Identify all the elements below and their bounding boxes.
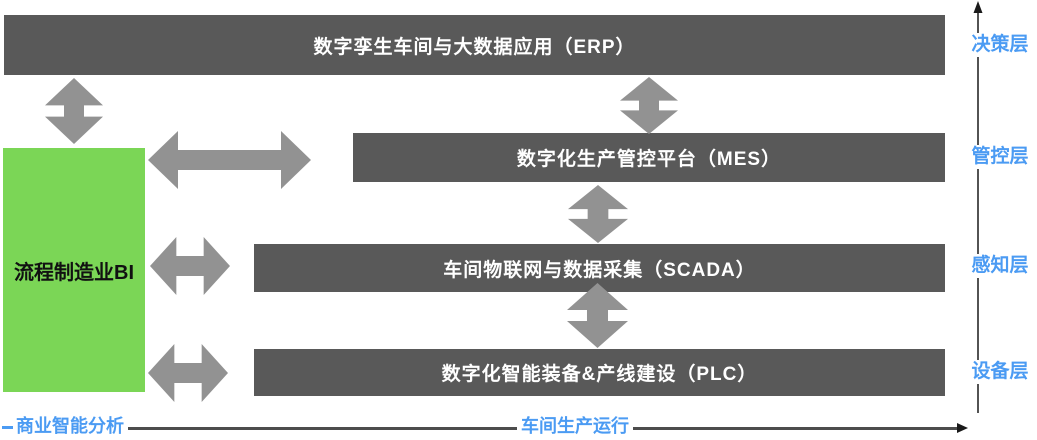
layer-bar-erp-label: 数字孪生车间与大数据应用（ERP） — [313, 36, 636, 58]
layer-bar-plc: 数字化智能装备&产线建设（PLC） — [254, 349, 945, 396]
bidirectional-arrow-bi-plc-icon — [148, 344, 228, 402]
layer-bar-scada: 车间物联网与数据采集（SCADA） — [254, 244, 945, 292]
bidirectional-arrow-mes-scada-icon — [568, 185, 628, 243]
bidirectional-arrow-erp-mes-icon — [620, 77, 678, 134]
bottom-axis-line-right — [633, 427, 958, 430]
level-axis-up-arrow-icon — [973, 1, 983, 413]
bottom-axis-right-arrow-icon — [957, 423, 968, 433]
bottom-axis-label-bi: 商业智能分析 — [16, 416, 124, 436]
level-label-device: 设备层 — [967, 360, 1033, 384]
bidirectional-arrow-erp-bi-icon — [45, 78, 103, 144]
bi-box: 流程制造业BI — [3, 148, 145, 392]
level-label-perception: 感知层 — [967, 254, 1033, 278]
layer-bar-mes: 数字化生产管控平台（MES） — [353, 133, 945, 182]
layer-bar-scada-label: 车间物联网与数据采集（SCADA） — [443, 259, 756, 281]
layer-bar-plc-label: 数字化智能装备&产线建设（PLC） — [441, 364, 758, 385]
layer-bar-erp: 数字孪生车间与大数据应用（ERP） — [4, 15, 945, 75]
bi-box-label: 流程制造业BI — [14, 261, 134, 284]
bidirectional-arrow-bi-mes-icon — [148, 131, 311, 189]
level-label-control: 管控层 — [967, 145, 1033, 169]
layer-bar-mes-label: 数字化生产管控平台（MES） — [516, 149, 782, 170]
bottom-axis-label-production: 车间生产运行 — [521, 416, 629, 436]
bottom-axis-start-dash — [2, 426, 13, 429]
bidirectional-arrow-bi-scada-icon — [150, 237, 230, 295]
level-label-decision: 决策层 — [967, 33, 1033, 57]
bidirectional-arrow-scada-plc-icon — [567, 283, 628, 348]
bottom-axis-line-left — [128, 427, 517, 430]
